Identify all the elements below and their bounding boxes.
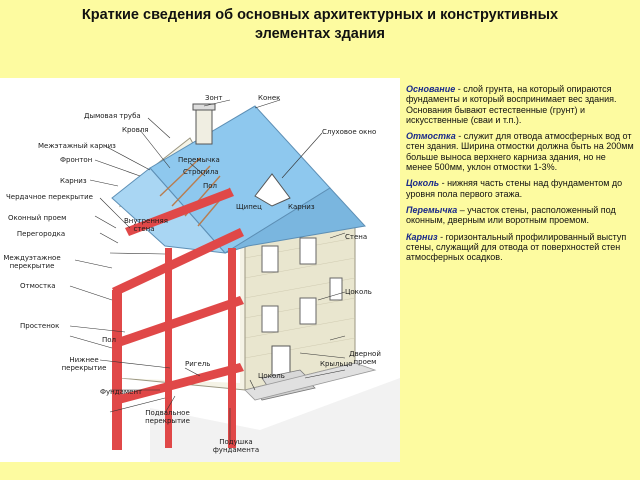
interstory-slab-middle	[112, 296, 244, 348]
inner-wall-post	[165, 248, 172, 448]
building-drawing	[69, 99, 400, 462]
inner-wall-right	[228, 248, 236, 448]
label-cold-roof: Кровля	[122, 126, 149, 134]
definition-term: Карниз	[406, 231, 438, 242]
label-gable-wall: Фронтон	[60, 156, 93, 164]
leader-lines	[69, 99, 346, 443]
chimney	[195, 107, 213, 145]
label-floor-attic: Пол	[203, 182, 218, 190]
label-ridge: Конек	[258, 94, 281, 102]
label-foundation: Фундамент	[100, 388, 143, 396]
blind-area	[244, 362, 377, 401]
label-stringcourse: Карниз	[288, 203, 315, 211]
definition-term: Цоколь	[406, 178, 440, 189]
slide-title-line1: Краткие сведения об основных архитектурн…	[81, 7, 559, 23]
label-door-opening: Дверной проем	[349, 350, 381, 366]
label-interstory-cornice-left: Межэтажный карниз	[38, 142, 116, 150]
slide-title: Краткие сведения об основных архитектурн…	[40, 6, 600, 44]
label-window-opening: Оконный проем	[8, 214, 67, 222]
label-chimney-cap: Зонт	[205, 94, 223, 102]
definition-text: горизонтальный профилированный выступ ст…	[406, 231, 627, 263]
definition-text: слой грунта, на который опираются фундам…	[406, 84, 617, 125]
definition-text: нижняя часть стены над фундаментом до ур…	[406, 178, 623, 199]
definition-blind-area: Отмостка - служит для отвода атмосферных…	[406, 131, 634, 173]
definition-text: служит для отвода атмосферных вод от сте…	[406, 131, 634, 173]
definition-lintel: Перемычка – участок стены, расположенный…	[406, 204, 616, 226]
label-chimney: Дымовая труба	[84, 112, 141, 120]
definition-plinth: Цоколь - нижняя часть стены над фундамен…	[406, 178, 623, 199]
label-lower-floor: Нижнее перекрытие	[61, 356, 107, 372]
definition-term: Перемычка	[406, 204, 458, 215]
definitions-panel: Основание - слой грунта, на который опир…	[406, 84, 634, 268]
label-outer-wall: Стена	[345, 233, 368, 241]
label-stairs: Крыльцо	[320, 360, 353, 368]
chimney-cap	[192, 103, 216, 111]
label-interstory-floor: Междуэтажное перекрытие	[3, 254, 61, 270]
definition-text: участок стены, расположенный под оконным…	[406, 204, 616, 226]
label-lintel-top: Перемычка	[178, 156, 220, 164]
label-plinth-right: Цоколь	[345, 288, 372, 296]
definition-cornice: Карниз - горизонтальный профилированный …	[406, 231, 627, 263]
attic-floor	[125, 188, 234, 236]
dormer-window	[254, 173, 291, 207]
foundation-wall-left	[112, 290, 122, 450]
definition-base: Основание - слой грунта, на который опир…	[406, 84, 617, 125]
label-floor: Пол	[102, 336, 117, 344]
label-gable: Щипец	[236, 203, 262, 211]
label-blind-area-left: Отмостка	[20, 282, 56, 290]
definition-term: Отмостка	[406, 131, 456, 142]
label-foundation-pad: Подушка фундамента	[212, 438, 260, 454]
structural-elements	[112, 188, 244, 450]
label-pier: Простенок	[20, 322, 60, 330]
definition-term: Основание	[406, 84, 456, 94]
label-ground-floor: Подвальное перекрытие	[145, 409, 190, 425]
label-plinth: Цоколь	[258, 372, 285, 380]
label-inner-wall: Внутренняя стена	[124, 217, 168, 233]
slide-title-line2: элементах здания	[255, 26, 385, 42]
label-rafters: Стропила	[183, 168, 219, 176]
label-girder: Ригель	[185, 360, 211, 368]
roof-eave	[224, 187, 366, 254]
windows	[261, 237, 343, 333]
interstory-slab-upper	[112, 228, 244, 296]
ground-floor-slab	[115, 363, 244, 404]
ground	[150, 378, 400, 462]
label-attic-floor: Чердачное перекрытие	[6, 193, 93, 201]
label-partition: Перегородка	[16, 230, 66, 238]
label-dormer: Слуховое окно	[322, 128, 377, 136]
label-cornice-left: Карниз	[60, 177, 87, 185]
building-cutaway-diagram: Зонт Конек Дымовая труба Слуховое окно К…	[0, 78, 400, 462]
